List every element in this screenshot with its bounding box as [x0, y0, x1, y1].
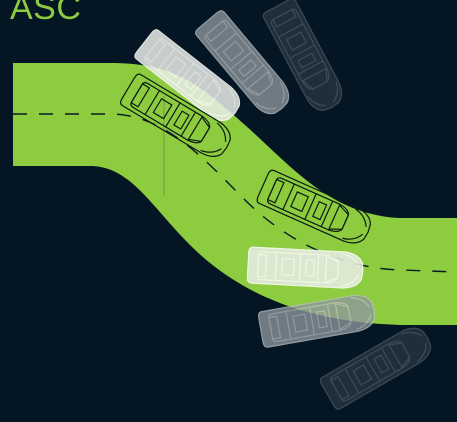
ghost-car-bottom-1 [247, 247, 364, 289]
